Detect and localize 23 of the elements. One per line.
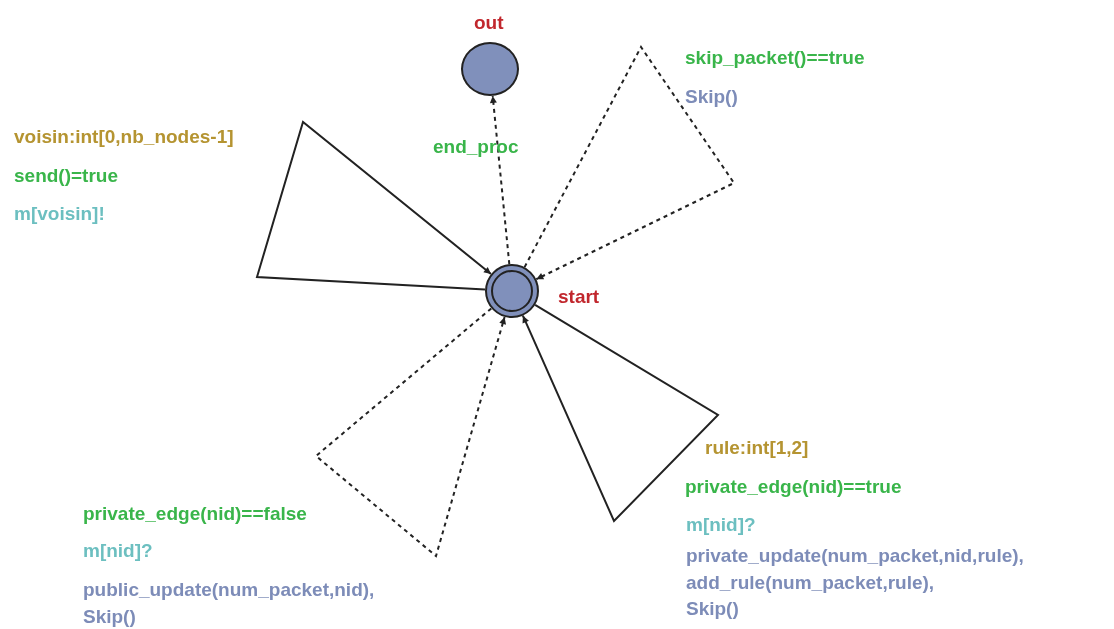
self-loop-arrow	[521, 303, 720, 523]
update-label: Skip()	[686, 598, 739, 620]
update-label: public_update(num_packet,nid),	[83, 579, 375, 601]
select-label: rule:int[1,2]	[705, 437, 809, 459]
update-label: add_rule(num_packet,rule),	[686, 572, 935, 594]
sync-label: m[nid]?	[83, 540, 153, 562]
sync-label: m[nid]?	[686, 514, 756, 536]
update-label: private_update(num_packet,nid,rule),	[686, 545, 1024, 567]
self-loop-arrow	[314, 307, 507, 558]
state-name: out	[474, 12, 504, 34]
guard-label: private_edge(nid)==false	[83, 503, 307, 525]
select-label: voisin:int[0,nb_nodes-1]	[14, 126, 234, 148]
edge-label: end_proc	[433, 136, 519, 158]
state-name: start	[558, 286, 600, 308]
sync-label: m[voisin]!	[14, 203, 105, 225]
self-loop-arrow	[255, 120, 492, 291]
guard-label: skip_packet()==true	[685, 47, 865, 69]
update-label: Skip()	[685, 86, 738, 108]
transition-arrow	[489, 94, 511, 266]
update-label: Skip()	[83, 606, 136, 628]
self-loop-arrow	[523, 45, 736, 281]
guard-label: private_edge(nid)==true	[685, 476, 902, 498]
guard-label: send()=true	[14, 165, 118, 187]
